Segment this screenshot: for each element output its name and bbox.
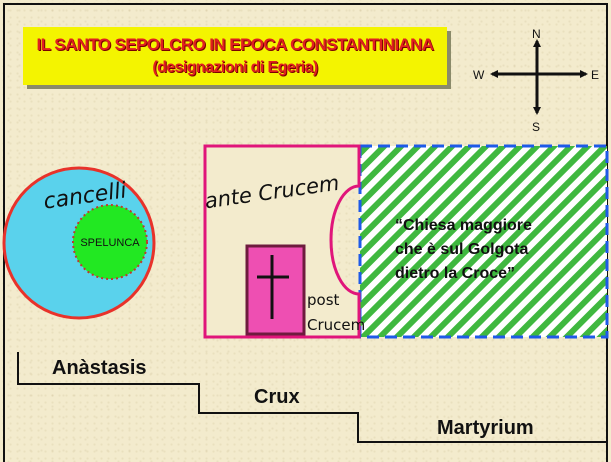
period-staircase-line [17,352,606,443]
compass-east-label: E [591,68,599,82]
crucem-label: Crucem [307,316,365,334]
title-box: IL SANTO SEPOLCRO IN EPOCA CONSTANTINIAN… [23,27,447,85]
compass-south-label: S [532,120,540,134]
subtitle: (designazioni di Egeria) [152,59,318,76]
title: IL SANTO SEPOLCRO IN EPOCA CONSTANTINIAN… [36,35,435,54]
golgotha-rock [245,244,306,336]
period-label-crux: Crux [254,386,300,408]
martyrium-text-line1: “Chiesa maggiore [395,217,532,234]
period-label-martyrium: Martyrium [437,417,534,439]
spelunca-circle [72,204,148,280]
period-label-anastasis: Anàstasis [52,357,147,379]
martyrium-hatched-area [358,144,609,339]
martyrium-text-line2: che è sul Golgota [395,241,528,258]
frame-top-line [3,3,608,5]
post-label: post [307,291,340,309]
compass-north-label: N [532,27,541,41]
spelunca-label: SPELUNCA [80,237,140,249]
compass-rose: N S E W [473,27,599,134]
compass-west-label: W [473,68,485,82]
martyrium-text-line3: dietro la Croce” [395,265,515,282]
crux-courtyard-outline [203,144,361,339]
